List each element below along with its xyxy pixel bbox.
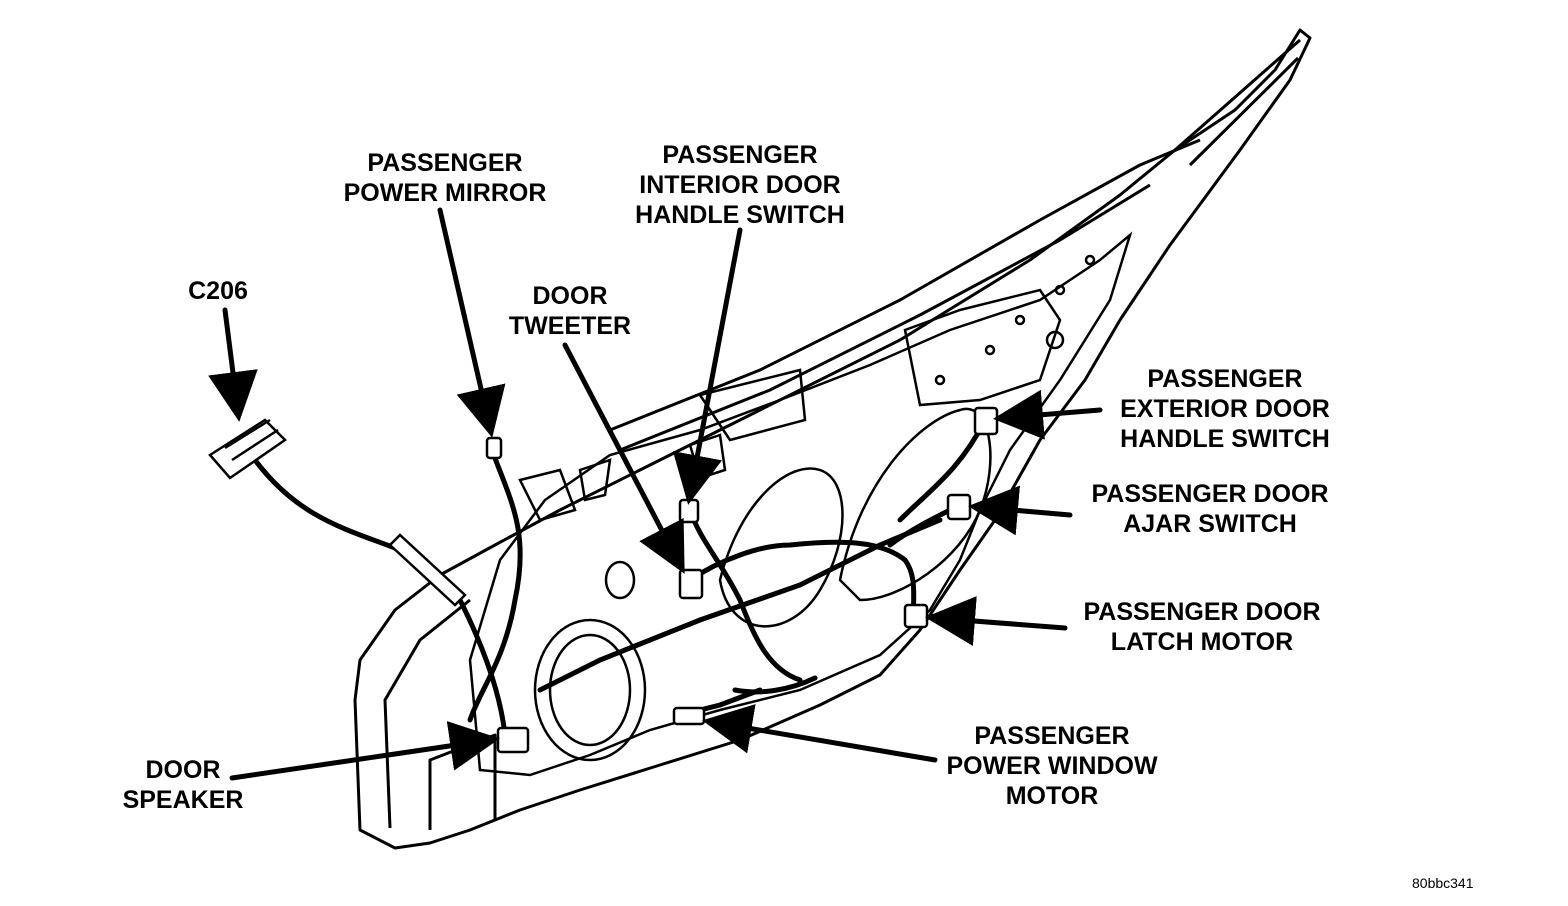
label-line: PASSENGER <box>367 149 523 177</box>
exterior-switch-connector <box>973 406 999 436</box>
c206-connector <box>208 418 467 607</box>
label-line: PASSENGER DOOR <box>1091 480 1329 508</box>
tweeter-connector <box>678 568 704 600</box>
label-ajar-switch: PASSENGER DOOR AJAR SWITCH <box>1070 479 1350 539</box>
label-line: SPEAKER <box>122 786 244 814</box>
ajar-switch-connector <box>946 493 972 521</box>
arrow-interior-handle-switch <box>672 227 743 505</box>
interior-switch-connector <box>678 498 700 524</box>
window-motor-connector <box>672 706 706 726</box>
arrow-latch-motor <box>925 596 1068 646</box>
label-line: C206 <box>188 277 248 305</box>
speaker-connector <box>496 726 530 754</box>
label-line: HANDLE SWITCH <box>1120 425 1330 453</box>
label-line: PASSENGER DOOR <box>1083 598 1321 626</box>
label-c206: C206 <box>168 276 268 306</box>
figure-reference: 80bbc341 <box>1412 875 1474 891</box>
label-interior-handle-switch: PASSENGER INTERIOR DOOR HANDLE SWITCH <box>605 140 875 230</box>
label-door-speaker: DOOR SPEAKER <box>108 755 258 815</box>
label-line: POWER WINDOW <box>946 752 1158 780</box>
arrow-door-speaker <box>229 721 500 781</box>
door-shell <box>353 28 1312 850</box>
label-line: DOOR <box>532 282 608 310</box>
label-latch-motor: PASSENGER DOOR LATCH MOTOR <box>1062 597 1342 657</box>
arrow-exterior-handle-switch <box>993 389 1103 440</box>
label-line: MOTOR <box>1005 782 1099 810</box>
arrow-c206 <box>208 307 258 422</box>
label-exterior-handle-switch: PASSENGER EXTERIOR DOOR HANDLE SWITCH <box>1095 364 1355 454</box>
arrow-door-tweeter <box>562 342 685 574</box>
label-line: POWER MIRROR <box>343 179 547 207</box>
label-line: AJAR SWITCH <box>1123 510 1297 538</box>
label-line: PASSENGER <box>974 722 1130 750</box>
label-door-tweeter: DOOR TWEETER <box>480 281 660 341</box>
label-line: EXTERIOR DOOR <box>1120 395 1330 423</box>
mirror-connector <box>485 436 503 460</box>
wire-harness <box>252 417 988 738</box>
label-line: TWEETER <box>508 312 632 340</box>
latch-motor-connector <box>903 603 929 629</box>
arrow-ajar-switch <box>968 485 1073 536</box>
arrow-power-mirror <box>437 207 506 438</box>
leader-arrows <box>208 207 1103 781</box>
arrow-power-window-motor <box>702 704 938 763</box>
label-line: PASSENGER <box>662 141 818 169</box>
label-line: DOOR <box>145 756 221 784</box>
label-line: HANDLE SWITCH <box>635 201 845 229</box>
label-power-mirror: PASSENGER POWER MIRROR <box>320 148 570 208</box>
label-line: INTERIOR DOOR <box>639 171 841 199</box>
label-power-window-motor: PASSENGER POWER WINDOW MOTOR <box>922 721 1182 811</box>
label-line: PASSENGER <box>1147 365 1303 393</box>
label-line: LATCH MOTOR <box>1110 628 1294 656</box>
